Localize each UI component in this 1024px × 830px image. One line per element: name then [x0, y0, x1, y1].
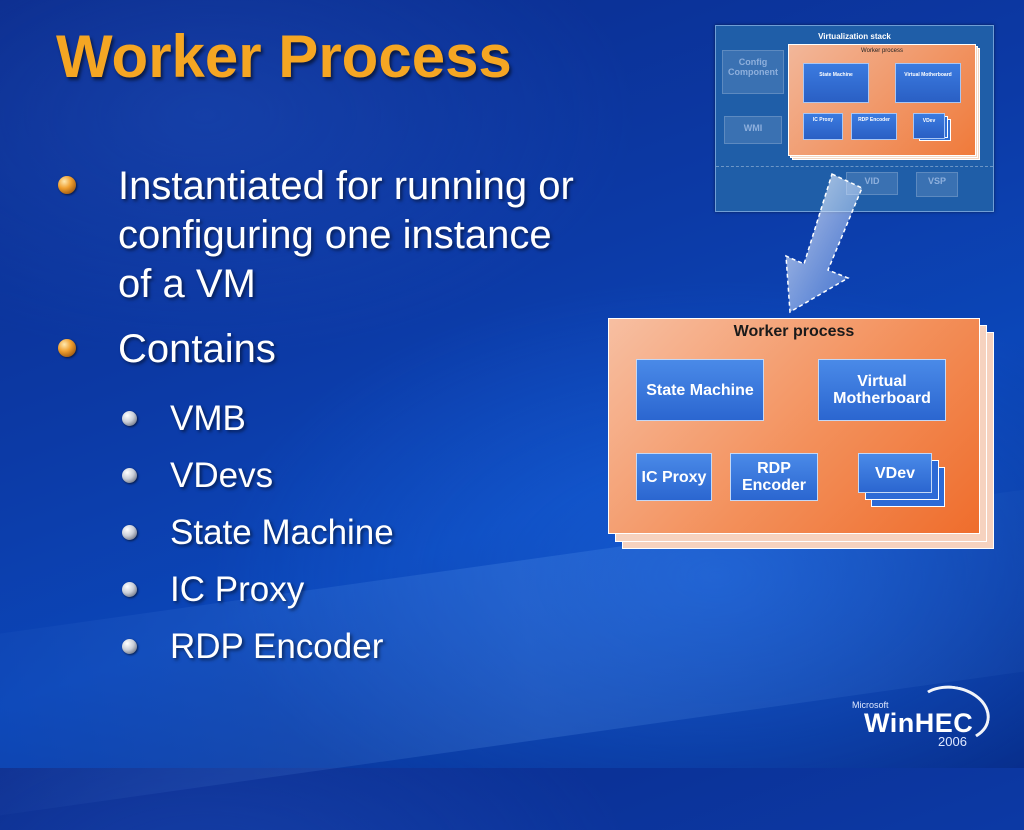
bullet-item: Contains: [56, 325, 576, 374]
virtualization-stack-thumbnail: Virtualization stack Config Component WM…: [715, 25, 994, 212]
worker-process-label: Worker process: [733, 323, 855, 340]
thumbnail-vdev: VDev: [913, 113, 945, 139]
bullet-text: Instantiated for running or configuring …: [118, 164, 574, 306]
state-machine-box: State Machine: [636, 359, 764, 421]
logo-microsoft: Microsoft: [852, 700, 889, 710]
zoom-arrow-icon: [785, 172, 863, 314]
thumbnail-rdp-encoder: RDP Encoder: [851, 113, 897, 140]
wmi-box: WMI: [724, 116, 782, 144]
sub-bullet-list: VMB VDevs State Machine IC Proxy RDP Enc…: [122, 390, 576, 675]
vdev-label: VDev: [874, 464, 916, 482]
vdev-box: VDev: [858, 453, 932, 493]
bullet-item: Instantiated for running or configuring …: [56, 162, 576, 309]
logo-name: WinHEC: [864, 708, 974, 738]
thumbnail-worker-front: Worker process State Machine Virtual Mot…: [788, 44, 976, 156]
virtual-motherboard-box: Virtual Motherboard: [818, 359, 946, 421]
worker-process-diagram: Worker process State Machine Virtual Mot…: [608, 318, 994, 549]
thumbnail-ic-proxy: IC Proxy: [803, 113, 843, 140]
bullet-list: Instantiated for running or configuring …: [56, 162, 576, 675]
sub-bullet-text: VDevs: [170, 456, 274, 495]
bullet-text: Contains: [118, 327, 276, 371]
thumbnail-worker-process: Worker process State Machine Virtual Mot…: [788, 44, 980, 160]
rdp-encoder-label: RDP Encoder: [741, 460, 806, 494]
ic-proxy-label: IC Proxy: [641, 468, 707, 486]
sub-bullet-text: IC Proxy: [170, 570, 305, 609]
bullet-icon: [58, 339, 76, 357]
rdp-encoder-box: RDP Encoder: [730, 453, 818, 501]
state-machine-label: State Machine: [646, 381, 754, 399]
sub-bullet-item: IC Proxy: [122, 561, 576, 618]
sub-bullet-icon: [122, 411, 137, 426]
sub-bullet-text: VMB: [170, 399, 246, 438]
thumbnail-title: Virtualization stack: [818, 32, 891, 41]
bullet-icon: [58, 176, 76, 194]
thumbnail-virtual-motherboard: Virtual Motherboard: [895, 63, 961, 103]
sub-bullet-icon: [122, 525, 137, 540]
virtual-motherboard-label: Virtual Motherboard: [833, 373, 931, 407]
sub-bullet-item: VDevs: [122, 447, 576, 504]
vsp-box: VSP: [916, 172, 958, 197]
worker-process-box: Worker process State Machine Virtual Mot…: [608, 318, 980, 534]
ic-proxy-box: IC Proxy: [636, 453, 712, 501]
sub-bullet-item: VMB: [122, 390, 576, 447]
sub-bullet-item: State Machine: [122, 504, 576, 561]
sub-bullet-text: State Machine: [170, 513, 394, 552]
sub-bullet-icon: [122, 639, 137, 654]
sub-bullet-icon: [122, 468, 137, 483]
config-component-box: Config Component: [722, 50, 784, 94]
thumbnail-worker-label: Worker process: [861, 48, 903, 54]
sub-bullet-item: RDP Encoder: [122, 618, 576, 675]
sub-bullet-text: RDP Encoder: [170, 627, 384, 666]
slide-title: Worker Process: [56, 23, 512, 90]
sub-bullet-icon: [122, 582, 137, 597]
thumbnail-divider: [716, 166, 993, 167]
logo-year: 2006: [938, 734, 967, 749]
thumbnail-state-machine: State Machine: [803, 63, 869, 103]
